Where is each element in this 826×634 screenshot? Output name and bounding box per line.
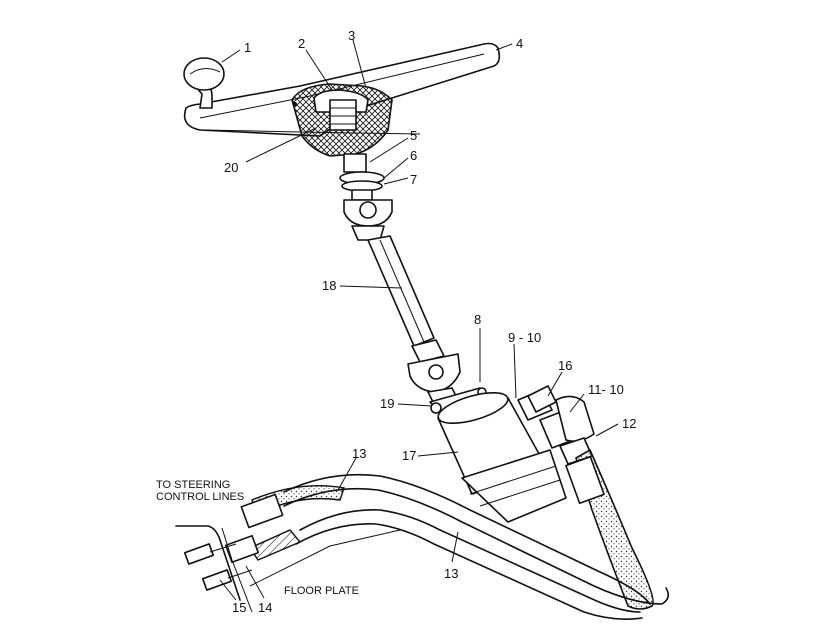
callout-15: 15	[232, 600, 246, 615]
callout-7: 7	[410, 172, 417, 187]
steering-note-line2: CONTROL LINES	[156, 491, 244, 503]
floor-plate	[175, 525, 401, 613]
callout-18: 18	[322, 278, 336, 293]
callout-12: 12	[622, 416, 636, 431]
callout-6: 6	[410, 148, 417, 163]
intermediate-shaft	[367, 235, 435, 347]
callout-9-10: 9 - 10	[508, 330, 541, 345]
hydraulic-hose-12	[565, 448, 654, 610]
callout-labels: 1 2 3 4 5 6 7 20 18 8 9 - 10 16 11- 10 1…	[224, 28, 636, 615]
callout-17: 17	[402, 448, 416, 463]
leader-lines	[219, 39, 619, 601]
callout-13-top: 13	[352, 446, 366, 461]
floor-plate-label: FLOOR PLATE	[284, 585, 359, 597]
callout-4: 4	[516, 36, 523, 51]
steering-control-unit	[429, 387, 567, 523]
upper-column	[339, 153, 385, 201]
steering-tube-lines	[283, 473, 670, 620]
callout-11-10: 11- 10	[588, 382, 624, 397]
callout-5: 5	[410, 128, 417, 143]
upper-u-joint	[343, 199, 393, 241]
callout-1: 1	[244, 40, 251, 55]
lower-u-joint	[407, 339, 461, 405]
callout-16: 16	[558, 358, 572, 373]
callout-14: 14	[258, 600, 272, 615]
control-line-hoses	[224, 485, 345, 564]
wheel-hub	[291, 83, 393, 157]
spinner-knob	[183, 57, 225, 109]
callout-2: 2	[298, 36, 305, 51]
port-fittings	[517, 385, 595, 465]
callout-19: 19	[380, 396, 394, 411]
callout-3: 3	[348, 28, 355, 43]
callout-13-bottom: 13	[444, 566, 458, 581]
notes: TO STEERING CONTROL LINES FLOOR PLATE	[156, 479, 359, 597]
steering-note-line1: TO STEERING	[156, 479, 230, 491]
callout-8: 8	[474, 312, 481, 327]
callout-20: 20	[224, 160, 238, 175]
